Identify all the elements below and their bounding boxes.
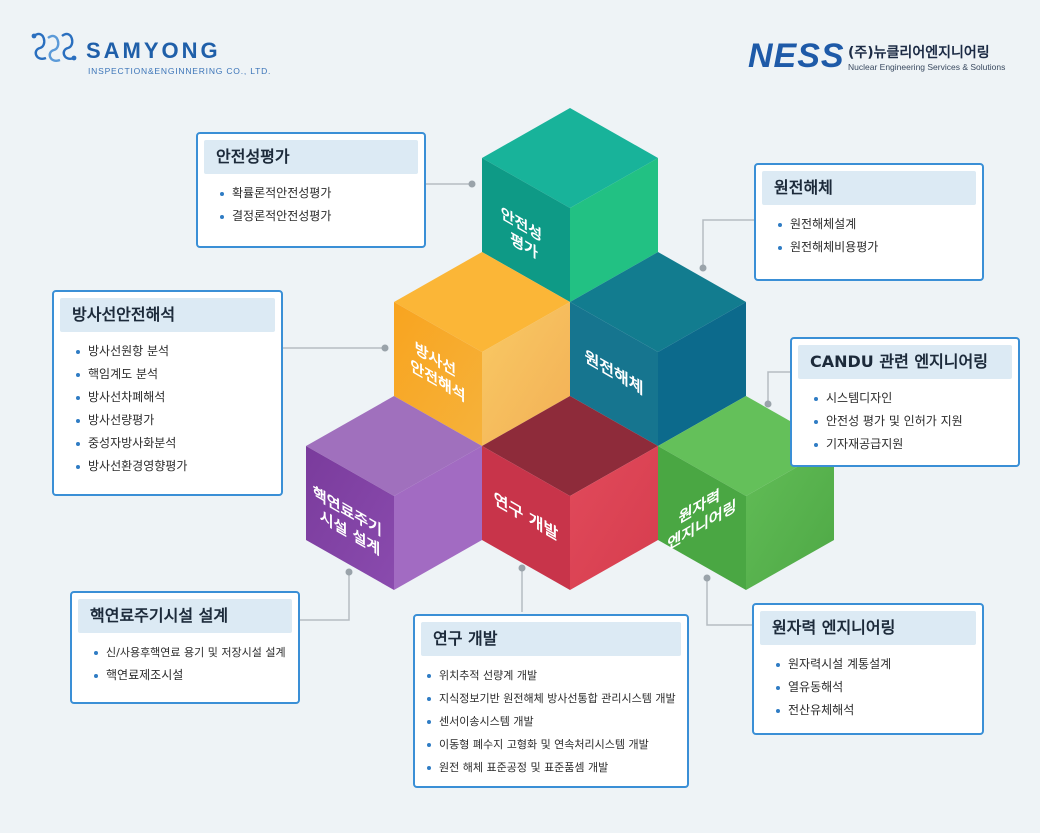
- list-item: 원전 해체 표준공정 및 표준품셈 개발: [427, 756, 687, 779]
- connector-lines: [283, 183, 790, 626]
- ness-mark: NESS: [748, 37, 845, 75]
- card-decommission-list: 원전해체설계 원전해체비용평가: [756, 213, 982, 259]
- samyong-logo-icon: [31, 32, 77, 62]
- card-safety-list: 확률론적안전성평가 결정론적안전성평가: [198, 182, 424, 228]
- cube-radiation: [394, 252, 570, 446]
- card-radiation: 방사선안전해석 방사선원항 분석 핵임계도 분석 방사선차폐해석 방사선량평가 …: [52, 290, 283, 496]
- list-item: 중성자방사화분석: [76, 432, 281, 455]
- list-item: 시스템디자인: [814, 387, 1018, 410]
- card-decommission: 원전해체 원전해체설계 원전해체비용평가: [754, 163, 984, 281]
- card-safety-title: 안전성평가: [204, 140, 418, 174]
- card-fuel-cycle-list: 신/사용후핵연료 용기 및 저장시설 설계 핵연료제조시설: [72, 641, 298, 687]
- list-item: 전산유체해석: [776, 699, 982, 722]
- card-radiation-list: 방사선원항 분석 핵임계도 분석 방사선차폐해석 방사선량평가 중성자방사화분석…: [54, 340, 281, 478]
- list-item: 지식정보기반 원전해체 방사선통합 관리시스템 개발: [427, 687, 687, 710]
- card-nuclear-title: 원자력 엔지니어링: [760, 611, 976, 645]
- list-item: 결정론적안전성평가: [220, 205, 424, 228]
- card-research-list: 위치추적 선량계 개발 지식정보기반 원전해체 방사선통합 관리시스템 개발 센…: [415, 664, 687, 779]
- card-decommission-title: 원전해체: [762, 171, 976, 205]
- card-candu-title: CANDU 관련 엔지니어링: [798, 345, 1012, 379]
- list-item: 신/사용후핵연료 용기 및 저장시설 설계: [94, 641, 298, 664]
- list-item: 원자력시설 계통설계: [776, 653, 982, 676]
- list-item: 이동형 폐수지 고형화 및 연속처리시스템 개발: [427, 733, 687, 756]
- ness-korean-name: (주)뉴클리어엔지니어링: [848, 45, 990, 61]
- list-item: 핵연료제조시설: [94, 664, 298, 687]
- card-candu: CANDU 관련 엔지니어링 시스템디자인 안전성 평가 및 인허가 지원 기자…: [790, 337, 1020, 467]
- ness-logo: NESS (주)뉴클리어엔지니어링 Nuclear Engineering Se…: [748, 38, 1018, 78]
- samyong-logo: SAMYONG INSPECTION&ENGINNERING CO., LTD.: [30, 28, 270, 78]
- cube-decommission: [570, 252, 746, 446]
- card-nuclear-list: 원자력시설 계통설계 열유동해석 전산유체해석: [754, 653, 982, 722]
- card-research-title: 연구 개발: [421, 622, 681, 656]
- card-research: 연구 개발 위치추적 선량계 개발 지식정보기반 원전해체 방사선통합 관리시스…: [413, 614, 689, 788]
- list-item: 방사선차폐해석: [76, 386, 281, 409]
- list-item: 핵임계도 분석: [76, 363, 281, 386]
- samyong-subtitle: INSPECTION&ENGINNERING CO., LTD.: [88, 66, 272, 76]
- connector-dots: [345, 180, 772, 582]
- samyong-name: SAMYONG: [86, 38, 221, 63]
- list-item: 안전성 평가 및 인허가 지원: [814, 410, 1018, 433]
- card-radiation-title: 방사선안전해석: [60, 298, 275, 332]
- list-item: 방사선량평가: [76, 409, 281, 432]
- cube-safety: [482, 108, 658, 302]
- ness-english-name: Nuclear Engineering Services & Solutions: [848, 62, 1006, 72]
- list-item: 센서이송시스템 개발: [427, 710, 687, 733]
- list-item: 원전해체설계: [778, 213, 982, 236]
- list-item: 확률론적안전성평가: [220, 182, 424, 205]
- list-item: 열유동해석: [776, 676, 982, 699]
- cube-research: [482, 396, 658, 590]
- card-nuclear: 원자력 엔지니어링 원자력시설 계통설계 열유동해석 전산유체해석: [752, 603, 984, 735]
- card-fuel-cycle: 핵연료주기시설 설계 신/사용후핵연료 용기 및 저장시설 설계 핵연료제조시설: [70, 591, 300, 704]
- card-fuel-cycle-title: 핵연료주기시설 설계: [78, 599, 292, 633]
- list-item: 방사선환경영향평가: [76, 455, 281, 478]
- card-safety: 안전성평가 확률론적안전성평가 결정론적안전성평가: [196, 132, 426, 248]
- list-item: 방사선원항 분석: [76, 340, 281, 363]
- list-item: 기자재공급지원: [814, 433, 1018, 456]
- cube-fuel-cycle: [306, 396, 482, 590]
- list-item: 원전해체비용평가: [778, 236, 982, 259]
- list-item: 위치추적 선량계 개발: [427, 664, 687, 687]
- card-candu-list: 시스템디자인 안전성 평가 및 인허가 지원 기자재공급지원: [792, 387, 1018, 456]
